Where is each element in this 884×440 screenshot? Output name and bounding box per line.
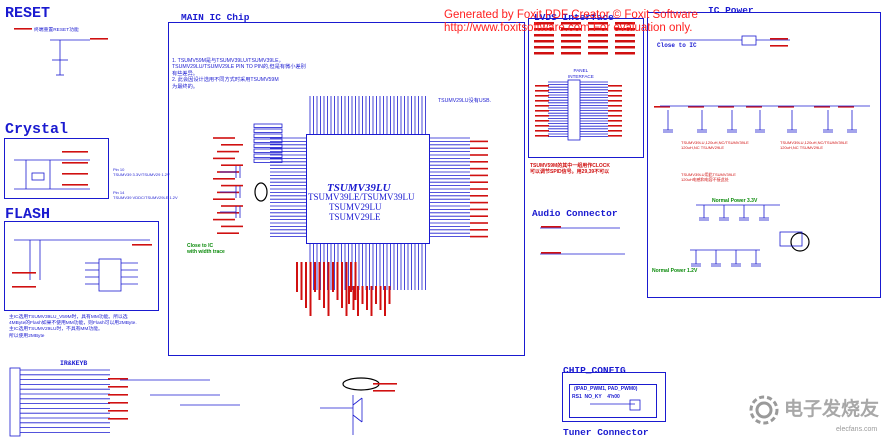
chip-variant-2: TSUMV29LU (329, 202, 382, 212)
main-ic-chip: TSUMV39LU TSUMV39LE/TSUMV39LU TSUMV29LU … (306, 134, 430, 244)
crystal-pin10: Pin 10 TSUMV39 3.3V/TSUMV29 1.2V (113, 167, 170, 177)
watermark-line2: http://www.foxitsoftware.com For evaluat… (444, 22, 693, 34)
flash-title: FLASH (5, 206, 51, 223)
close-to-ic-power: Close to IC (657, 42, 697, 49)
brand-logo: 电子发烧友 elecfans.com (744, 388, 882, 436)
lvds-block (528, 18, 644, 158)
power-note-3: TSUMV39LU用此TSUMV39LE 120uH电感和电容不接此处 (681, 172, 736, 182)
irkey-title: IR&KEYB (60, 360, 88, 367)
watermark-line1: Generated by Foxit PDF Creator © Foxit S… (444, 9, 698, 21)
panel-interface-label: PANEL INTERFACE (568, 68, 594, 80)
reset-label: 终端重置RESET功能 (34, 28, 79, 33)
logo-gear-icon (749, 395, 779, 425)
flash-note: 主IC选用TSUMV39LU_V59M时，具有MM功能。所以选 4MByte的F… (9, 315, 137, 339)
normal-power-33: Normal Power 3.3V (712, 198, 758, 204)
chip-config-block (562, 372, 666, 422)
close-to-ic-main: Close to IC with width trace (187, 243, 225, 255)
usb-note: TSUMV29LU没有USB. (438, 98, 492, 104)
power-note-1: TSUMV39LU,120uH,NC/TSUMV39LE 120uH,NC TS… (681, 140, 749, 150)
ic-power-block (647, 12, 881, 298)
main-ic-title: MAIN IC Chip (181, 12, 250, 23)
chip-variant-1: TSUMV39LE/TSUMV39LU (308, 192, 415, 202)
chip-config-inner (569, 384, 657, 418)
crystal-pin14: Pin 14 TSUMV39 VDDC/TSUMV29LE 1.2V (113, 190, 178, 200)
lvds-title: LVDS Interface (534, 12, 614, 23)
chip-variant-3: TSUMV29LE (329, 212, 381, 222)
main-ic-note: 1. TSUMV59M是与TSUMV39LU/TSUMV39LE， TSUMV2… (172, 58, 306, 90)
tuner-title: Tuner Connector (563, 427, 649, 438)
audio-title: Audio Connector (532, 208, 618, 219)
chip-config-inner-label: (IPAD_PWM1, PAD_PWM0) (574, 386, 638, 392)
ic-power-title: IC Power (708, 5, 754, 16)
chip-name: TSUMV39LU (327, 182, 391, 194)
crystal-block (4, 138, 109, 199)
main-ic-block (168, 22, 525, 356)
normal-power-12: Normal Power 1.2V (652, 268, 698, 274)
chip-config-row: RS1 NO_KY 4'h00 (572, 394, 620, 400)
power-note-2: TSUMV39LU,120uH,NC/TSUMV39LE 120uH,NC TS… (780, 140, 848, 150)
reset-title: RESET (5, 5, 51, 22)
chip-config-title: CHIP_CONFIG (563, 365, 626, 376)
logo-text: 电子发烧友 (784, 398, 880, 420)
crystal-title: Crystal (5, 121, 69, 138)
logo-site: elecfans.com (836, 426, 878, 433)
flash-block (4, 221, 159, 311)
lvds-clock-note: TSUMV59M的其中一组用作CLOCK 可以调节SPID信号。用29,39不可… (530, 163, 611, 175)
